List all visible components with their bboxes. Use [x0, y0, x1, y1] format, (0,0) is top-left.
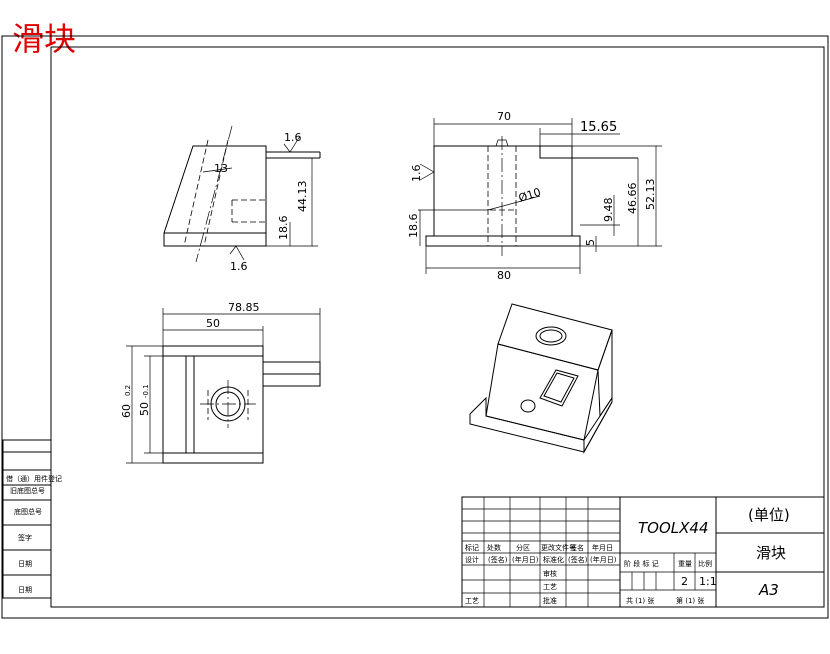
approve-label: 批准 [543, 596, 557, 605]
outer-frame [1, 35, 829, 619]
scale-label: 比例 [698, 559, 712, 568]
hdr-change-doc: 更改文件号 [541, 543, 576, 552]
front-step-dim: 5 [584, 239, 597, 246]
top-tol2: -0.1 [142, 384, 150, 398]
side-view: 1.6 1.6 13 44.13 18.6 [163, 125, 321, 273]
process-label-2: 工艺 [465, 597, 479, 605]
sheets-total: 共 (1) 张 [626, 596, 654, 605]
side-low-dim: 18.6 [277, 216, 290, 241]
top-50-dim: 50 [206, 317, 220, 330]
front-slot-depth-dim: 9.48 [602, 198, 615, 223]
hdr-date: 年月日 [592, 543, 613, 552]
front-inner-height-dim: 46.66 [626, 183, 639, 215]
strip-row5b: 日期 [18, 586, 32, 594]
strip-row4: 签字 [18, 533, 32, 542]
stage-label: 阶 段 标 记 [624, 559, 659, 568]
weight-label: 重量 [678, 560, 692, 568]
review-label: 审核 [543, 569, 557, 578]
hdr-zone: 分区 [516, 543, 530, 552]
part-name: 滑块 [756, 544, 786, 562]
hdr-mark: 标记 [465, 543, 479, 552]
process-label: 工艺 [543, 583, 557, 591]
hdr-count: 处数 [487, 543, 501, 552]
top-view: 78.85 50 60 0.2 50 -0.1 [120, 301, 321, 464]
top-tol1: 0.2 [124, 385, 132, 396]
front-total-height-dim: 52.13 [644, 179, 657, 211]
standard-date: (年月日) [590, 555, 617, 564]
design-sign: (签名) [488, 555, 508, 564]
strip-row5: 日期 [18, 560, 32, 568]
sheet-size: A3 [758, 581, 779, 599]
front-base-dim: 80 [497, 269, 511, 282]
front-left-height-dim: 18.6 [407, 214, 420, 239]
strip-row2: 旧底图总号 [10, 486, 45, 495]
scale-value: 1:1 [699, 575, 717, 588]
front-slot-dim: 15.65 [580, 120, 617, 135]
side-height-dim: 44.13 [296, 181, 309, 213]
sheet-number: 第 (1) 张 [676, 596, 704, 605]
design-label: 设计 [465, 555, 479, 564]
design-date: (年月日) [512, 555, 539, 564]
standard-label: 标准化 [543, 555, 564, 564]
side-angle-dim: 13 [214, 162, 228, 175]
top-total-dim: 78.85 [228, 301, 260, 314]
weight-value: 2 [681, 575, 688, 588]
front-view: 70 15.65 80 52.13 46.66 9.48 5 Ø10 18.6 [407, 110, 662, 282]
strip-row3: 底图总号 [14, 507, 42, 516]
hdr-sign: 签名 [570, 543, 584, 552]
strip-row1: 借（通）用件登记 [6, 474, 62, 483]
left-strip-table: 借（通）用件登记 旧底图总号 底图总号 签字 日期 日期 [2, 439, 62, 599]
drawing-number: TOOLX44 [638, 519, 709, 537]
front-rough: 1.6 [410, 165, 423, 183]
title-block: TOOLX44 (单位) 滑块 A3 标记 处数 分区 更改文件号 签名 年月日… [461, 496, 825, 608]
front-hole-dim: Ø10 [517, 185, 543, 204]
top-outer-height-dim: 60 [120, 404, 133, 418]
front-width-dim: 70 [497, 110, 511, 123]
isometric-view [469, 303, 613, 454]
top-inner-height-dim: 50 [138, 402, 151, 416]
unit-label: (单位) [748, 506, 790, 524]
side-rough-bottom: 1.6 [230, 260, 248, 273]
side-rough-top: 1.6 [284, 131, 302, 144]
inner-frame [50, 46, 825, 608]
standard-sign: (签名) [568, 555, 588, 564]
drawing-title: 滑块 [12, 20, 76, 58]
